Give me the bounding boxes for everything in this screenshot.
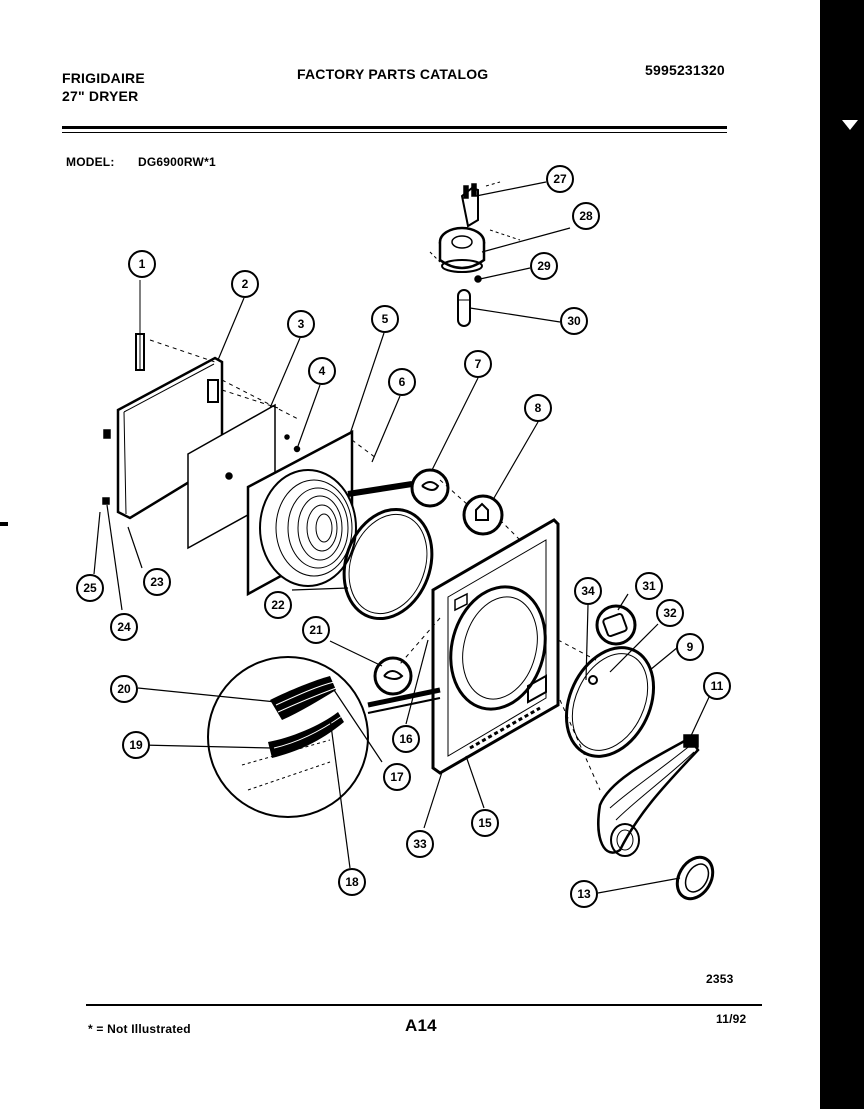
callout-16: 16 <box>399 732 413 746</box>
callout-15: 15 <box>478 816 492 830</box>
callout-29: 29 <box>537 259 551 273</box>
model-value: DG6900RW*1 <box>138 155 216 169</box>
part-exhaust-duct <box>597 734 700 857</box>
part-outer-door <box>102 356 224 520</box>
catalog-date: 11/92 <box>716 1012 747 1026</box>
callout-19: 19 <box>129 738 143 752</box>
part-latch-strike <box>410 468 450 508</box>
brand-label: FRIGIDAIRE <box>62 70 145 86</box>
page-code: A14 <box>405 1016 437 1035</box>
scan-edge-notch <box>842 120 858 130</box>
callout-34: 34 <box>581 584 595 598</box>
model-label: MODEL: <box>66 155 115 169</box>
part-top-assembly <box>438 183 486 327</box>
callout-2: 2 <box>242 277 249 291</box>
callout-31: 31 <box>642 579 656 593</box>
callout-22: 22 <box>271 598 285 612</box>
callout-9: 9 <box>687 640 694 654</box>
catalog-title: FACTORY PARTS CATALOG <box>297 66 489 82</box>
callout-28: 28 <box>579 209 593 223</box>
footer-rule <box>86 1004 762 1006</box>
callout-3: 3 <box>298 317 305 331</box>
part-duct-ring <box>564 646 656 758</box>
callout-23: 23 <box>150 575 164 589</box>
callout-32: 32 <box>663 606 677 620</box>
callout-18: 18 <box>345 875 359 889</box>
part-hinge-pin <box>135 333 145 371</box>
header-rule-thin <box>62 132 727 133</box>
callout-6: 6 <box>399 375 406 389</box>
header-rule-thick <box>62 126 727 129</box>
callout-8: 8 <box>535 401 542 415</box>
callout-11: 11 <box>711 679 724 693</box>
callout-13: 13 <box>577 887 591 901</box>
callout-bubbles <box>76 165 731 908</box>
part-door-catch <box>462 494 504 536</box>
callout-7: 7 <box>475 357 482 371</box>
callout-25: 25 <box>83 581 97 595</box>
footnote-not-illustrated: * = Not Illustrated <box>88 1022 191 1036</box>
part-front-panel <box>431 518 560 775</box>
callout-21: 21 <box>309 623 323 637</box>
scan-edge-border <box>820 0 864 1109</box>
catalog-number: 5995231320 <box>645 62 725 78</box>
detail-magnifier <box>207 656 369 818</box>
part-latch <box>373 656 413 696</box>
callout-5: 5 <box>382 312 389 326</box>
part-duct-seal <box>675 855 715 901</box>
callout-17: 17 <box>390 770 404 784</box>
part-door-gasket <box>342 507 434 621</box>
callout-24: 24 <box>117 620 131 634</box>
callout-20: 20 <box>117 682 131 696</box>
part-vent-cover <box>595 604 637 646</box>
scan-edge-tick <box>0 522 8 526</box>
callout-33: 33 <box>413 837 427 851</box>
figure-number: 2353 <box>706 972 734 986</box>
callout-1: 1 <box>139 257 146 271</box>
callout-27: 27 <box>553 172 567 186</box>
product-label: 27" DRYER <box>62 88 139 104</box>
part-inner-door <box>246 429 357 597</box>
callout-4: 4 <box>319 364 326 378</box>
callout-30: 30 <box>567 314 581 328</box>
